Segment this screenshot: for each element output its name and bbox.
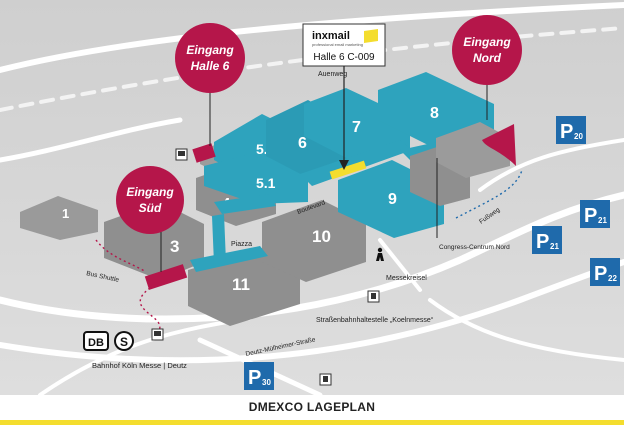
svg-text:11: 11 xyxy=(232,275,250,294)
exhibitor-logo-icon xyxy=(364,29,378,43)
svg-text:7: 7 xyxy=(352,119,361,136)
parking-sign-p30[interactable]: P 30 xyxy=(244,362,274,390)
entrance-badge-nord[interactable]: Eingang Nord xyxy=(452,15,522,85)
exhibitor-location: Halle 6 C-009 xyxy=(313,52,375,63)
booth-highlight[interactable] xyxy=(329,160,367,180)
svg-text:9: 9 xyxy=(388,191,397,208)
exhibitor-arrow-icon xyxy=(339,160,349,170)
label-congress: Congress-Centrum Nord xyxy=(439,244,510,251)
svg-text:6: 6 xyxy=(298,135,307,152)
parking-sign-p21-b[interactable]: P 21 xyxy=(532,226,562,254)
tram-icon xyxy=(367,290,380,303)
svg-text:8: 8 xyxy=(430,105,439,122)
parking-sign-p22[interactable]: P 22 xyxy=(590,258,620,286)
svg-text:P: P xyxy=(560,121,573,143)
exhibitor-sign[interactable]: inxmail professional email marketing Hal… xyxy=(302,23,386,170)
svg-text:10: 10 xyxy=(312,227,331,246)
svg-text:30: 30 xyxy=(262,378,271,387)
entrance-sued-building xyxy=(144,264,188,290)
label-tram-stop: Straßenbahnhaltestelle „Koelnmesse“ xyxy=(316,317,434,324)
hall-10[interactable]: 10 xyxy=(262,200,366,282)
svg-text:P: P xyxy=(536,231,549,253)
svg-text:Nord: Nord xyxy=(473,51,502,65)
pointer-lines xyxy=(160,82,488,272)
db-logo: DB xyxy=(83,331,109,351)
footer-title: DMEXCO LAGEPLAN xyxy=(248,400,376,414)
svg-text:1: 1 xyxy=(62,206,69,221)
svg-text:21: 21 xyxy=(598,216,607,225)
svg-text:Halle 6: Halle 6 xyxy=(191,59,230,73)
bus-icon xyxy=(175,148,188,161)
svg-text:Süd: Süd xyxy=(139,201,162,215)
label-station: Bahnhof Köln Messe | Deutz xyxy=(92,361,187,370)
label-messekreisel: Messekreisel xyxy=(386,275,427,282)
svg-text:22: 22 xyxy=(608,274,617,283)
sbahn-logo: S xyxy=(114,331,134,351)
parking-sign-p21-a[interactable]: P 21 xyxy=(580,200,610,228)
svg-text:DB: DB xyxy=(88,337,104,349)
label-piazza: Piazza xyxy=(231,241,252,248)
svg-text:3: 3 xyxy=(170,237,179,256)
exhibitor-logo: inxmail xyxy=(312,30,350,42)
svg-text:Eingang: Eingang xyxy=(186,43,234,57)
entrance-north-building xyxy=(482,124,516,166)
bus-stop-icon xyxy=(151,328,164,341)
svg-text:5.1: 5.1 xyxy=(256,175,276,191)
hall-1[interactable]: 1 xyxy=(20,196,98,240)
svg-text:P: P xyxy=(584,205,597,227)
entrance-halle6-building xyxy=(192,143,216,163)
svg-text:P: P xyxy=(248,367,261,389)
footer-accent-line xyxy=(0,420,624,425)
svg-text:Eingang: Eingang xyxy=(463,35,511,49)
svg-text:20: 20 xyxy=(574,132,583,141)
entrance-badge-halle-6[interactable]: Eingang Halle 6 xyxy=(175,23,245,93)
svg-text:S: S xyxy=(120,335,128,349)
label-auenweg: Auenweg xyxy=(318,71,347,78)
tram-stop-icon xyxy=(319,373,332,386)
roads xyxy=(0,2,624,398)
parking-sign-p20[interactable]: P 20 xyxy=(556,116,586,144)
hall-5-1[interactable]: 5.1 xyxy=(204,154,308,204)
footpaths xyxy=(95,169,523,333)
entrance-badge-sued[interactable]: Eingang Süd xyxy=(116,166,184,234)
svg-text:Eingang: Eingang xyxy=(126,185,174,199)
map-canvas: 1 4 3 11 10 5.2 5.1 6 7 8 9 xyxy=(0,0,624,395)
exhibitor-tagline: professional email marketing xyxy=(312,42,363,47)
svg-text:21: 21 xyxy=(550,242,559,251)
pedestrian-icon xyxy=(376,247,384,261)
map-labels: Auenweg Boulevard Piazza Fußweg Congress… xyxy=(86,71,511,370)
svg-text:P: P xyxy=(594,263,607,285)
